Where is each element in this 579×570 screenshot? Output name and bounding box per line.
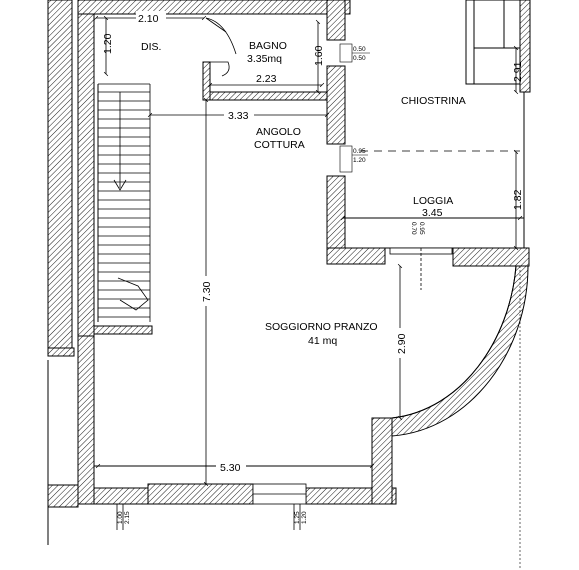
room-label-bagno: BAGNO [249, 40, 287, 52]
opening-right-a: 1.25 [294, 511, 301, 524]
opening-left-a: 1.00 [117, 511, 124, 524]
wall-stair-bottom [93, 325, 153, 335]
room-label-chiostrina: CHIOSTRINA [401, 95, 466, 107]
opening-cottura-top: 0.95 [353, 148, 366, 155]
dim-3-45: 3.45 [422, 207, 443, 219]
dim-7-30: 7.30 [201, 281, 213, 302]
wall-top [77, 0, 351, 15]
wall-loggia-bottom-right [452, 247, 530, 267]
wall-bagno-bottom [202, 91, 328, 101]
wall-right-pier [371, 417, 393, 505]
wall-loggia-bottom [326, 247, 386, 265]
dim-2-23: 2.23 [256, 73, 277, 85]
wall-far-left-mid [47, 347, 75, 357]
wall-bottom-left [93, 487, 149, 505]
dim-1-20: 1.20 [102, 33, 114, 54]
dim-1-60: 1.60 [313, 45, 325, 66]
wall-left-upper [77, 13, 95, 337]
room-label-cottura: COTTURA [254, 139, 305, 151]
wall-bagno-left [202, 61, 211, 101]
opening-bagno-bottom: 0.50 [353, 55, 366, 62]
wall-far-left-upper [47, 0, 73, 349]
opening-loggia-b: 0.95 [418, 222, 425, 235]
dim-2-10: 2.10 [138, 13, 159, 25]
walls [47, 0, 531, 508]
room-area-soggiorno: 41 mq [308, 335, 337, 347]
wall-curved [391, 265, 529, 437]
dim-2-90: 2.90 [396, 333, 408, 354]
wall-left-lower [77, 335, 95, 505]
opening-right-b: 1.20 [301, 511, 308, 524]
room-label-soggiorno: SOGGIORNO PRANZO [265, 321, 378, 333]
room-label-loggia: LOGGIA [413, 195, 453, 207]
opening-cottura-bottom: 1.20 [353, 157, 366, 164]
wall-right-upper [326, 0, 346, 41]
dim-5-30: 5.30 [220, 462, 241, 474]
opening-loggia-a: 0.70 [410, 222, 417, 235]
dim-2-91: 2.91 [512, 61, 524, 82]
dim-3-33: 3.33 [228, 110, 249, 122]
wall-right-mid [326, 65, 346, 145]
room-label-angolo: ANGOLO [256, 126, 301, 138]
opening-labels: 0.50 0.50 0.95 1.20 0.70 0.95 1.00 2.15 … [117, 43, 425, 524]
opening-bagno-top: 0.50 [353, 46, 366, 53]
opening-left-b: 2.15 [124, 511, 131, 524]
dim-1-82: 1.82 [512, 189, 524, 210]
chiostrina-box [465, 0, 521, 85]
dimension-labels: 2.10 1.20 1.60 2.23 3.33 2.91 1.82 3.45 … [102, 11, 524, 474]
staircase [98, 83, 151, 322]
room-label-dis: DIS. [141, 41, 161, 53]
room-area-bagno: 3.35mq [247, 53, 282, 65]
doors [205, 17, 453, 505]
wall-far-left-lower [47, 484, 79, 508]
wall-bottom-mid [147, 483, 254, 505]
